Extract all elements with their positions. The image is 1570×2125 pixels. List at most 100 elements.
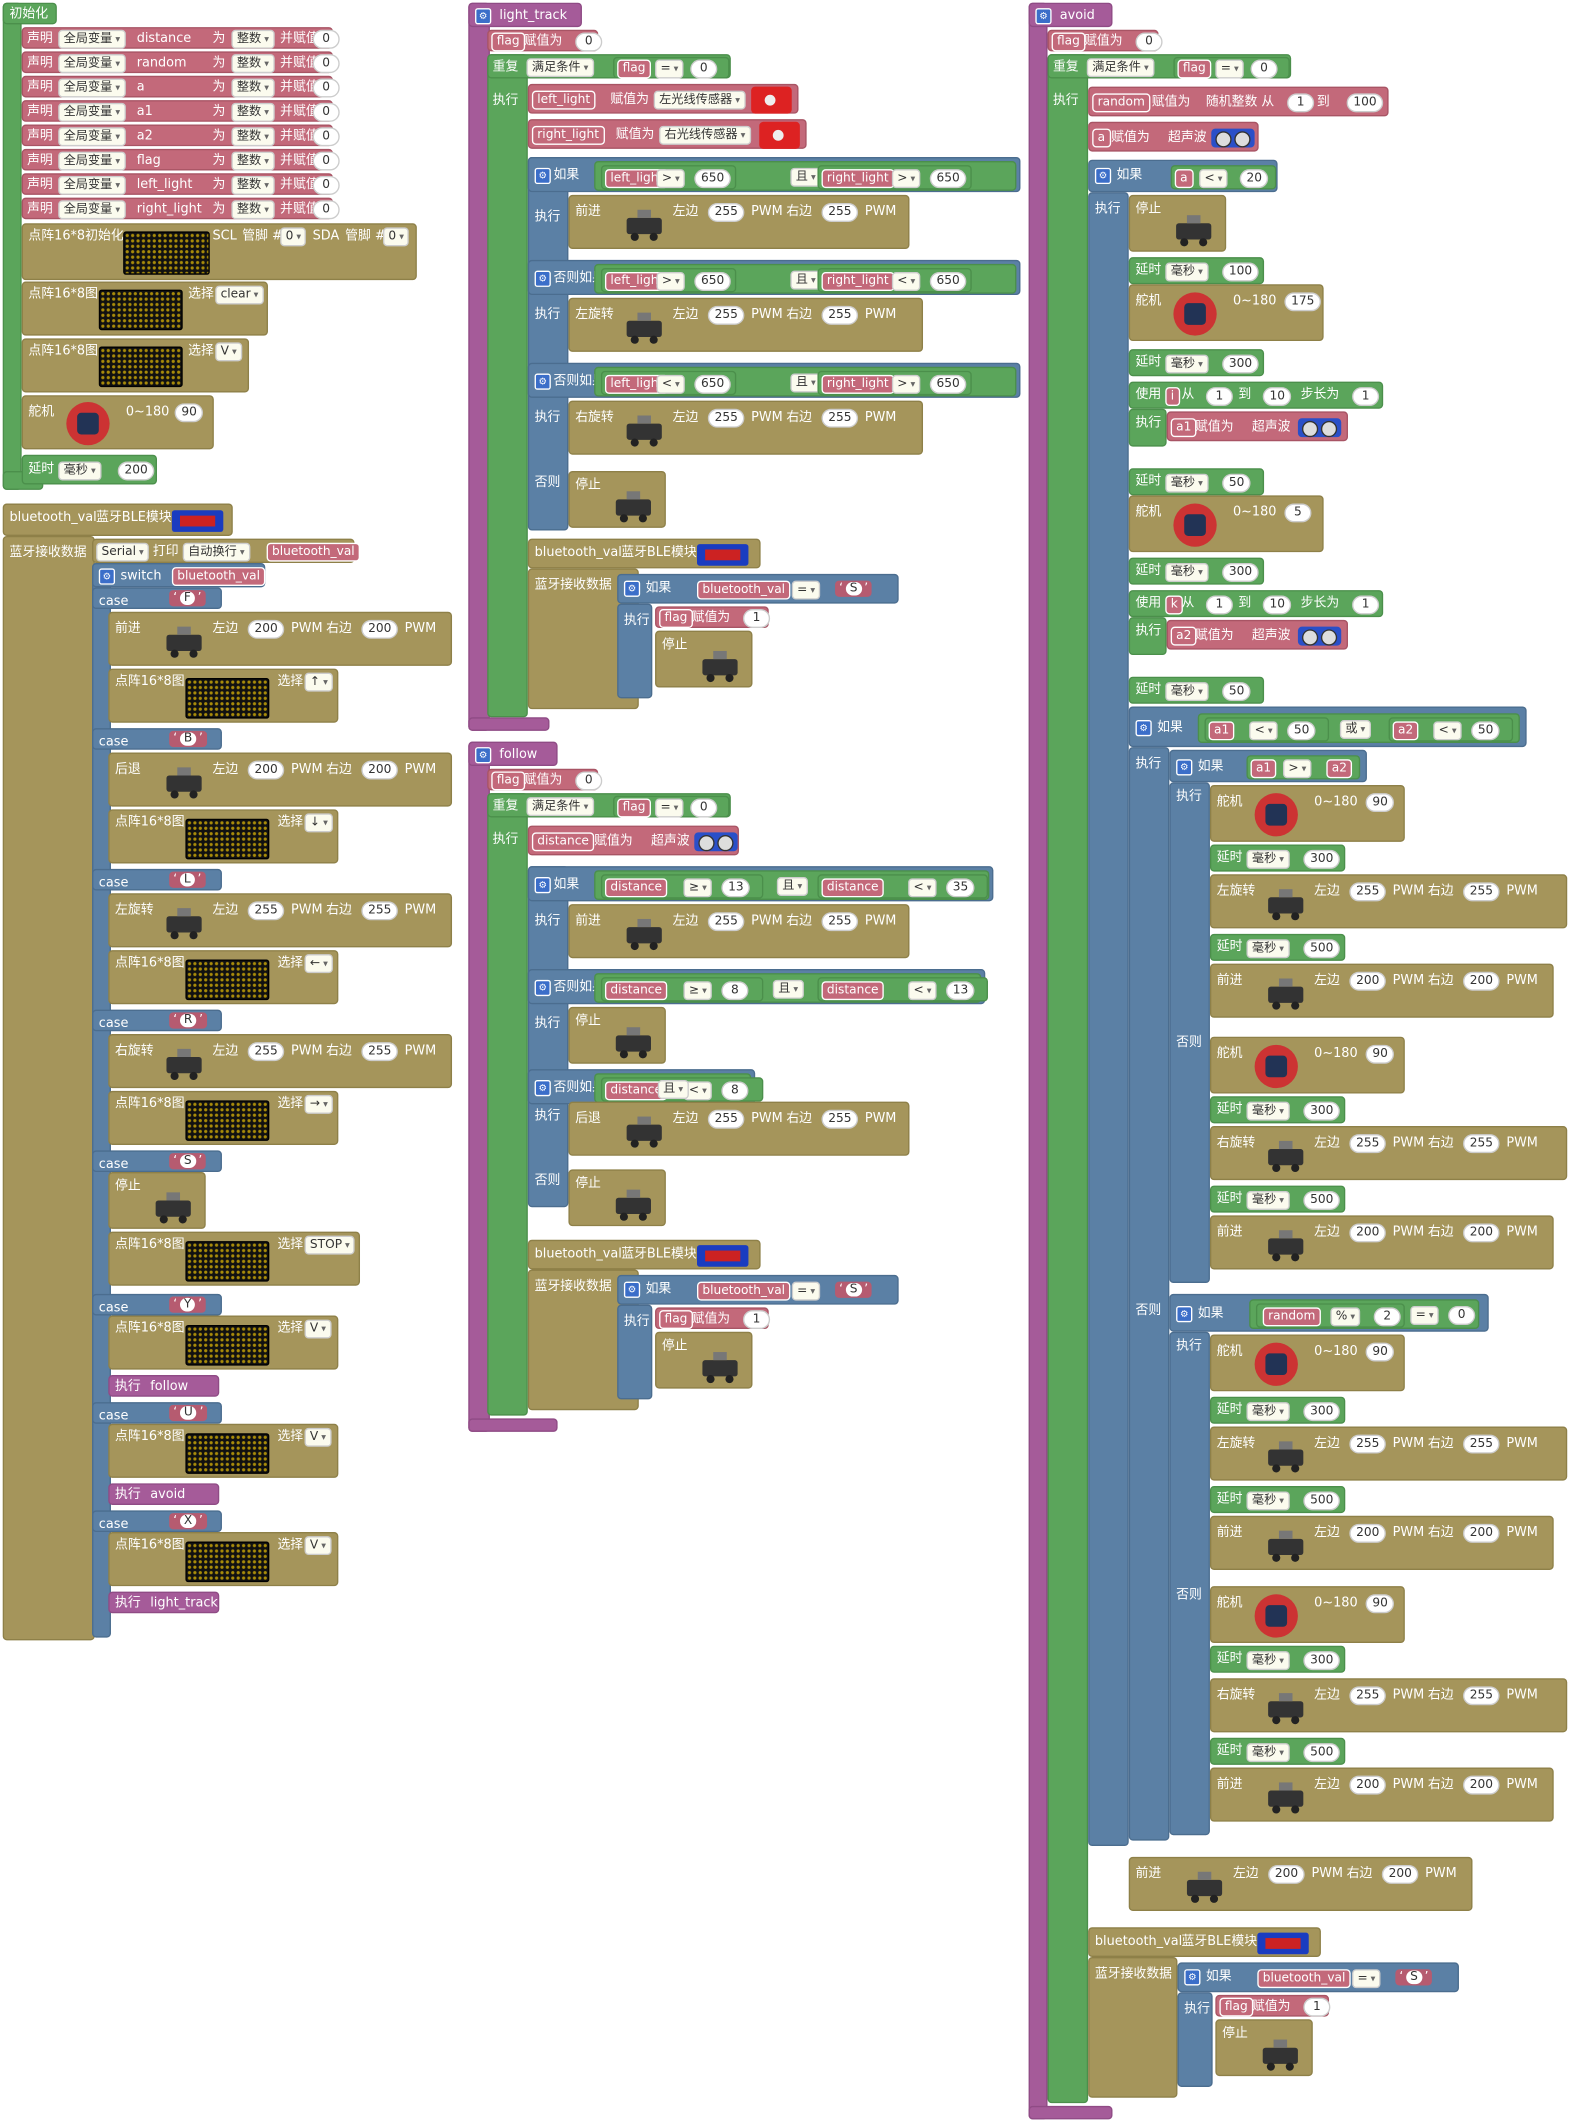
op-dropdown[interactable]: <: [1199, 169, 1228, 189]
scl-pin-dropdown[interactable]: 0: [280, 227, 307, 247]
op-dropdown[interactable]: <: [1249, 721, 1279, 741]
stop-block[interactable]: 停止: [655, 1331, 753, 1389]
matrix-select-dropdown[interactable]: V: [215, 342, 243, 362]
while-block[interactable]: 执行: [1047, 54, 1089, 2104]
bt-main-block[interactable]: bluetooth_val 蓝牙BLE模块: [2, 503, 233, 536]
value-input[interactable]: 0: [575, 771, 603, 791]
var-name[interactable]: a2: [136, 128, 153, 144]
scope-dropdown[interactable]: 全局变量: [58, 54, 126, 74]
var-reporter[interactable]: left_light: [604, 169, 669, 189]
right-speed-input[interactable]: 200: [1463, 1775, 1500, 1795]
left-speed-input[interactable]: 200: [1268, 1864, 1305, 1884]
var-name[interactable]: distance: [136, 31, 192, 47]
from-input[interactable]: 1: [1205, 387, 1233, 407]
while-block[interactable]: 重复 执行: [487, 54, 528, 718]
string-literal[interactable]: ‘S’: [1395, 1969, 1433, 1986]
set-flag-block[interactable]: flag 赋值为 0: [1047, 29, 1163, 52]
var-reporter[interactable]: left_light: [604, 272, 669, 291]
value-input[interactable]: 650: [694, 374, 732, 394]
delay-unit-dropdown[interactable]: 毫秒: [1165, 262, 1209, 282]
value-input[interactable]: 8: [721, 1081, 749, 1101]
var-reporter[interactable]: distance: [821, 981, 884, 1001]
delay-block[interactable]: 延时毫秒300: [1209, 844, 1346, 872]
while-cond[interactable]: 重复 满足条件 flag = 0: [487, 793, 731, 818]
value-input[interactable]: 20: [1239, 169, 1269, 189]
value-input[interactable]: 13: [946, 981, 976, 1001]
bt-block[interactable]: bluetooth_val 蓝牙BLE模块: [527, 538, 761, 569]
set-random[interactable]: random 赋值为 随机整数 从 1 到 100: [1088, 86, 1389, 117]
logic-block[interactable]: left_light<650且right_light>650: [594, 366, 1017, 397]
set-flag-block[interactable]: flag 赋值为 0: [487, 768, 603, 791]
var-name[interactable]: right_light: [136, 201, 202, 217]
gear-icon[interactable]: ⚙: [1035, 8, 1052, 25]
left-speed-input[interactable]: 200: [1349, 1523, 1387, 1543]
while-cond[interactable]: 重复 满足条件 flag = 0: [1047, 54, 1292, 79]
scope-dropdown[interactable]: 全局变量: [58, 127, 126, 147]
delay-block[interactable]: 延时毫秒100: [1128, 257, 1265, 285]
gear-icon[interactable]: ⚙: [534, 979, 551, 997]
a-var[interactable]: a: [1174, 169, 1194, 189]
delay-unit-dropdown[interactable]: 毫秒: [1165, 354, 1209, 374]
declare-block[interactable]: 声明全局变量a2为整数并赋值0: [21, 124, 340, 147]
var-reporter[interactable]: a2: [1326, 759, 1353, 779]
right-speed-input[interactable]: 255: [821, 305, 859, 325]
right-speed-input[interactable]: 200: [361, 619, 399, 639]
delay-block[interactable]: 延时毫秒300: [1128, 557, 1265, 585]
left-speed-input[interactable]: 255: [707, 408, 745, 428]
matrix-select-dropdown[interactable]: clear: [215, 285, 264, 305]
stop-block[interactable]: 停止: [108, 1172, 206, 1229]
servo-angle-input[interactable]: 90: [1365, 1342, 1395, 1362]
delay-unit-dropdown[interactable]: 毫秒: [1246, 939, 1290, 959]
var-name[interactable]: a1: [136, 104, 153, 120]
case-header[interactable]: case‘F’: [92, 587, 222, 610]
delay-unit-dropdown[interactable]: 毫秒: [1246, 1651, 1290, 1671]
op-dropdown[interactable]: =: [655, 798, 684, 818]
matrix-select-dropdown[interactable]: STOP: [304, 1235, 356, 1255]
while-dropdown[interactable]: 满足条件: [526, 58, 594, 78]
declare-block[interactable]: 声明全局变量distance为整数并赋值0: [21, 27, 340, 49]
op-dropdown[interactable]: ≥: [683, 878, 713, 898]
value-input[interactable]: 650: [929, 272, 967, 291]
gear-icon[interactable]: ⚙: [1135, 720, 1152, 737]
var-reporter[interactable]: distance: [604, 981, 668, 1001]
random-var[interactable]: random: [1092, 93, 1151, 113]
logic-dropdown[interactable]: 或: [1339, 720, 1371, 739]
delay-unit-dropdown[interactable]: 毫秒: [1165, 682, 1209, 702]
left-speed-input[interactable]: 255: [707, 203, 745, 222]
left-speed-input[interactable]: 200: [247, 619, 285, 639]
right-speed-input[interactable]: 200: [1463, 1223, 1500, 1243]
value-input[interactable]: 650: [694, 272, 732, 291]
delay-input[interactable]: 200: [117, 461, 155, 481]
flag-var[interactable]: flag: [617, 59, 651, 79]
matrix-v-block[interactable]: 点阵16*8图 选择 V: [21, 338, 250, 393]
init-header[interactable]: 初始化: [2, 2, 57, 25]
flag-var[interactable]: flag: [617, 798, 651, 818]
string-literal[interactable]: ‘S’: [835, 580, 873, 597]
right-speed-input[interactable]: 200: [1463, 1523, 1500, 1543]
op-dropdown[interactable]: >: [1283, 759, 1312, 779]
declare-block[interactable]: 声明全局变量flag为整数并赋值0: [21, 148, 340, 171]
matrix-clear-block[interactable]: 点阵16*8图 选择 clear: [21, 281, 268, 336]
left-speed-input[interactable]: 200: [1349, 1775, 1387, 1795]
right-speed-input[interactable]: 255: [1463, 1134, 1500, 1154]
declare-block[interactable]: 声明全局变量right_light为整数并赋值0: [21, 197, 340, 220]
case-header[interactable]: case‘B’: [92, 728, 222, 750]
logic-block[interactable]: distance≥13且distance<35: [594, 870, 990, 901]
value-input[interactable]: 0: [1135, 32, 1163, 52]
right-speed-input[interactable]: 255: [1463, 1686, 1500, 1706]
random-to-input[interactable]: 100: [1346, 93, 1384, 113]
gear-icon[interactable]: ⚙: [534, 270, 551, 287]
matrix-select-dropdown[interactable]: ↓: [304, 813, 334, 833]
right-speed-input[interactable]: 255: [821, 912, 859, 932]
compare-block[interactable]: distance<35: [817, 874, 988, 899]
gear-icon[interactable]: ⚙: [1184, 1969, 1201, 1986]
set-flag-block[interactable]: flag 赋值为 0: [487, 29, 603, 52]
delay-input[interactable]: 50: [1222, 473, 1252, 493]
value-input[interactable]: 2: [1373, 1307, 1401, 1327]
case-header[interactable]: case‘X’: [92, 1510, 222, 1533]
